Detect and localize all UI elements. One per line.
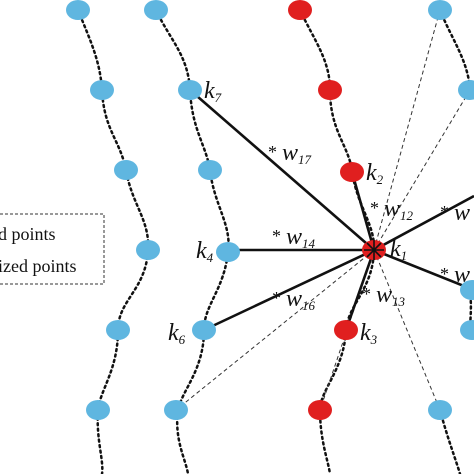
red-point-k2 — [340, 162, 364, 182]
weight-labels: *w17 *w12 *w14 *w16 *w13 *w *w — [268, 140, 470, 313]
red-point-k3 — [334, 320, 358, 340]
blue-point — [106, 320, 130, 340]
blue-point — [460, 280, 474, 300]
label-k6: k6 — [168, 320, 186, 347]
blue-point — [86, 400, 110, 420]
blue-point — [198, 160, 222, 180]
blue-point — [458, 80, 474, 100]
label-k4: k4 — [196, 238, 214, 265]
legend-item-1: d points — [0, 224, 56, 244]
blue-point — [90, 80, 114, 100]
blue-point — [66, 0, 90, 20]
dashed-edge-k1-bottom-right — [373, 249, 441, 411]
blue-points — [66, 0, 474, 420]
label-k3: k3 — [360, 320, 378, 347]
legend-item-2: ized points — [0, 256, 77, 276]
blue-point — [144, 0, 168, 20]
blue-point-k6 — [192, 320, 216, 340]
blue-point — [114, 160, 138, 180]
legend-box — [0, 213, 105, 285]
blue-point — [460, 320, 474, 340]
weight-w12: *w12 — [370, 196, 414, 223]
solid-edges — [189, 89, 474, 332]
edge-k1-k7 — [189, 89, 375, 251]
red-point — [308, 400, 332, 420]
dashed-edge-k1-bottom-left — [175, 249, 375, 411]
blue-point — [164, 400, 188, 420]
blue-point — [428, 400, 452, 420]
blue-point-k4 — [216, 242, 240, 262]
weight-w14: *w14 — [272, 224, 316, 251]
blue-point-k7 — [178, 80, 202, 100]
chain-4 — [438, 8, 472, 92]
weight-w13: *w13 — [362, 282, 406, 309]
dashed-edge-k1-right — [373, 89, 471, 251]
label-k7: k7 — [204, 78, 222, 105]
weight-w-right-top: *w — [440, 200, 470, 226]
label-k2: k2 — [366, 160, 384, 187]
edge-k1-k3 — [344, 249, 376, 331]
legend: d points ized points — [0, 213, 105, 285]
label-k1: k1 — [390, 236, 407, 263]
blue-point — [136, 240, 160, 260]
weight-w-right-bottom: *w — [440, 262, 470, 288]
edge-k1-k6 — [203, 248, 375, 332]
node-labels: k7 k2 k1 k4 k6 k3 — [168, 78, 407, 347]
red-point — [288, 0, 312, 20]
blue-point — [428, 0, 452, 20]
k1-star-icon — [364, 240, 384, 260]
weight-w16: *w16 — [272, 286, 316, 313]
red-point — [318, 80, 342, 100]
weight-w17: *w17 — [268, 140, 312, 167]
edge-k1-right-top — [373, 194, 474, 252]
edge-k1-right-bottom — [373, 248, 474, 292]
edge-k1-k2 — [350, 171, 376, 251]
